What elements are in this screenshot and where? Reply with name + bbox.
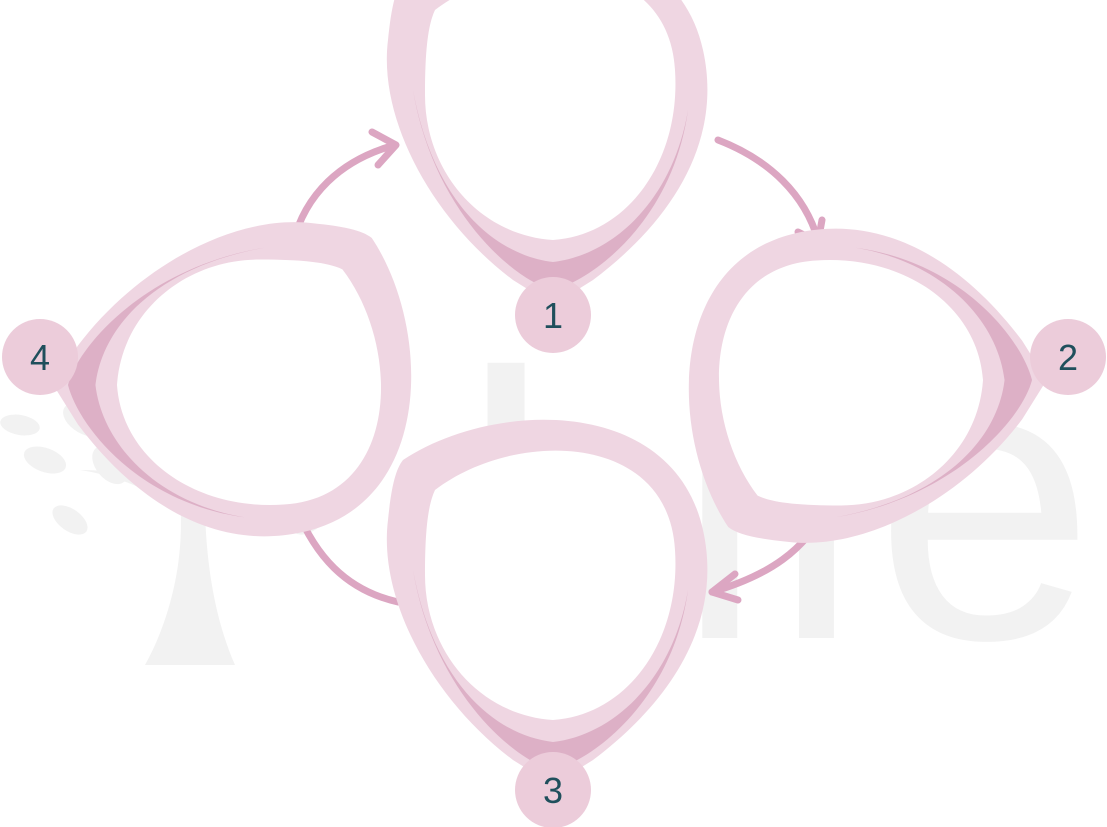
step-1-number: 1 (543, 295, 563, 336)
step-4-loop (53, 222, 411, 536)
step-4: 4 (2, 222, 411, 536)
arrow-1-to-2 (718, 140, 822, 242)
step-3: 3 (387, 420, 708, 827)
step-4-number: 4 (30, 337, 50, 378)
step-3-loop (387, 420, 708, 785)
step-3-number: 3 (543, 770, 563, 811)
step-2-number: 2 (1058, 337, 1078, 378)
step-1-loop (387, 0, 708, 305)
